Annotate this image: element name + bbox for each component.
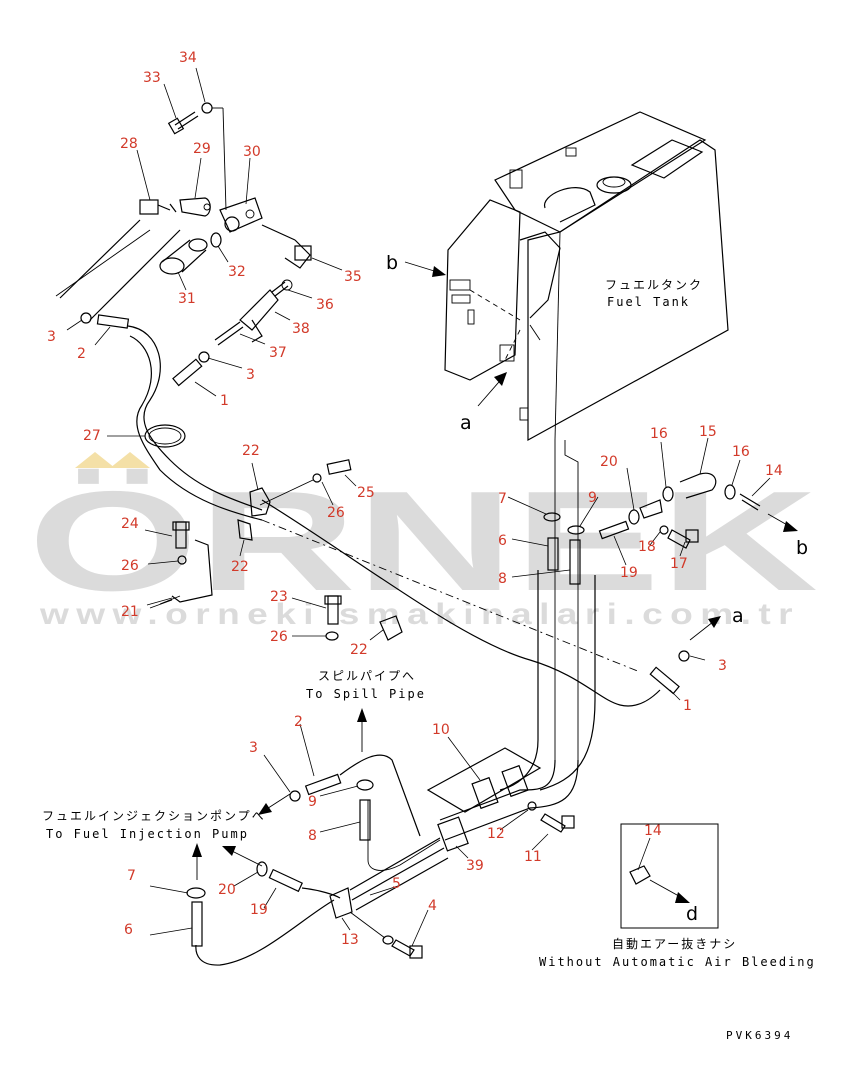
watermark: ÖRNEK www.orneki smakinalari.com.tr xyxy=(28,452,818,631)
watermark-url: www.orneki smakinalari.com.tr xyxy=(39,598,800,631)
part-number: 12 xyxy=(487,826,505,842)
fuel-tank-label-en: Fuel Tank xyxy=(607,295,690,309)
part-number: 19 xyxy=(620,565,638,581)
part-number: 9 xyxy=(308,794,317,810)
part-number-labels: 34 33 28 29 30 32 31 35 36 38 37 3 2 3 1… xyxy=(47,50,783,948)
part-number: 36 xyxy=(316,297,334,313)
part-number: 22 xyxy=(231,559,249,575)
spill-pipe-label-en: To Spill Pipe xyxy=(306,687,426,701)
part-number: 7 xyxy=(498,491,507,507)
part-number: 22 xyxy=(350,642,368,658)
part-number: 27 xyxy=(83,428,101,444)
part-number: 3 xyxy=(246,367,255,383)
part-number: 1 xyxy=(683,698,692,714)
part-number: 3 xyxy=(47,329,56,345)
fuel-tank-label-jp: フュエルタンク xyxy=(605,278,703,292)
part-number: 14 xyxy=(644,823,662,839)
part-number: 28 xyxy=(120,136,138,152)
part-number: 10 xyxy=(432,722,450,738)
part-number: 26 xyxy=(327,505,345,521)
part-number: 7 xyxy=(127,868,136,884)
part-number: 26 xyxy=(121,558,139,574)
view-marker-b-top: b xyxy=(386,252,398,274)
detail-box xyxy=(620,823,719,929)
right-fittings xyxy=(543,472,798,695)
part-number: 31 xyxy=(178,291,196,307)
part-number: 16 xyxy=(650,426,668,442)
part-number: 33 xyxy=(143,70,161,86)
part-number: 6 xyxy=(124,922,133,938)
bottom-fittings xyxy=(186,773,575,959)
no-air-bleed-label-en: Without Automatic Air Bleeding xyxy=(539,955,816,969)
part-number: 32 xyxy=(228,264,246,280)
injection-pump-label-en: To Fuel Injection Pump xyxy=(46,827,249,841)
part-number: 2 xyxy=(294,714,303,730)
no-air-bleed-label-jp: 自動エアー抜きナシ xyxy=(612,937,737,951)
part-number: 11 xyxy=(524,849,542,865)
leader-lines xyxy=(66,67,771,947)
part-number: 29 xyxy=(193,141,211,157)
view-arrow-a-top xyxy=(477,372,507,407)
part-number: 34 xyxy=(179,50,197,66)
view-marker-b-bottom: b xyxy=(796,537,808,559)
part-number: 8 xyxy=(498,571,507,587)
hose-assembly-left xyxy=(80,312,661,707)
drawing-code: PVK6394 xyxy=(726,1029,793,1042)
part-number: 15 xyxy=(699,424,717,440)
part-number: 30 xyxy=(243,144,261,160)
part-number: 5 xyxy=(392,876,401,892)
filter-head-assembly xyxy=(55,102,312,346)
part-number: 23 xyxy=(270,589,288,605)
part-number: 20 xyxy=(218,882,236,898)
part-number: 4 xyxy=(428,898,437,914)
view-arrow-b-top xyxy=(404,261,446,277)
part-number: 14 xyxy=(765,463,783,479)
view-marker-a-bottom: a xyxy=(732,605,744,627)
part-number: 26 xyxy=(270,629,288,645)
part-number: 8 xyxy=(308,828,317,844)
part-number: 37 xyxy=(269,345,287,361)
part-number: 22 xyxy=(242,443,260,459)
part-number: 6 xyxy=(498,533,507,549)
injection-pump-label-jp: フュエルインジェクションポンプへ xyxy=(42,809,266,823)
part-number: 16 xyxy=(732,444,750,460)
fuel-line-routing xyxy=(192,570,596,966)
part-number: 2 xyxy=(77,346,86,362)
part-number: 39 xyxy=(466,858,484,874)
part-number: 38 xyxy=(292,321,310,337)
part-number: 24 xyxy=(121,516,139,532)
part-number: 18 xyxy=(638,539,656,555)
spill-pipe-label-jp: スピルパイプへ xyxy=(318,669,416,683)
part-number: 17 xyxy=(670,556,688,572)
part-number: 35 xyxy=(344,269,362,285)
part-number: 3 xyxy=(249,740,258,756)
part-number: 21 xyxy=(121,604,139,620)
view-marker-a-top: a xyxy=(460,412,472,434)
part-number: 3 xyxy=(718,658,727,674)
part-number: 9 xyxy=(588,490,597,506)
part-number: 20 xyxy=(600,454,618,470)
part-number: 13 xyxy=(341,932,359,948)
view-marker-d: d xyxy=(686,903,698,925)
fuel-tank xyxy=(444,111,729,760)
part-number: 19 xyxy=(250,902,268,918)
part-number: 1 xyxy=(220,393,229,409)
part-number: 25 xyxy=(357,485,375,501)
